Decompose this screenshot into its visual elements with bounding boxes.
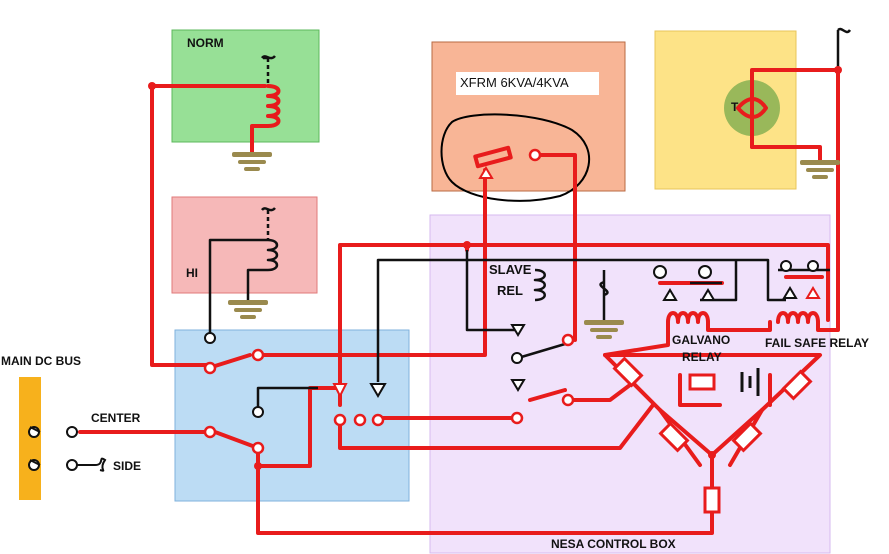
center-label: CENTER xyxy=(91,411,141,425)
contactor-panel xyxy=(174,329,410,502)
hi-panel xyxy=(171,196,318,294)
junction-dots xyxy=(148,66,842,470)
t-label: T xyxy=(731,100,739,114)
relay-arrows xyxy=(369,286,798,398)
battery-icon xyxy=(740,368,760,396)
rel-label: REL xyxy=(497,283,523,298)
fail-safe-relay-label: FAIL SAFE RELAY xyxy=(765,336,870,350)
side-label: SIDE xyxy=(113,459,142,473)
main-dc-bus-label: MAIN DC BUS xyxy=(1,354,81,368)
norm-label: NORM xyxy=(187,36,224,50)
nesa-control-box-label: NESA CONTROL BOX xyxy=(551,537,676,551)
relay-label: RELAY xyxy=(682,350,722,364)
red-arrows xyxy=(332,166,821,399)
side-lead-icon xyxy=(77,457,107,472)
red-terminals xyxy=(203,148,575,455)
hi-label: HI xyxy=(186,266,198,280)
galvano-label: GALVANO xyxy=(672,333,731,347)
ground-symbols xyxy=(228,152,840,339)
main-dc-bus-bar xyxy=(19,377,41,500)
xfrm-label: XFRM 6KVA/4KVA xyxy=(460,75,569,90)
bridge-resistors xyxy=(612,356,813,514)
highlight-ellipse xyxy=(440,113,590,202)
xfrm-label-bg xyxy=(456,72,599,95)
slave-label: SLAVE xyxy=(489,262,532,277)
terminals xyxy=(28,260,819,471)
